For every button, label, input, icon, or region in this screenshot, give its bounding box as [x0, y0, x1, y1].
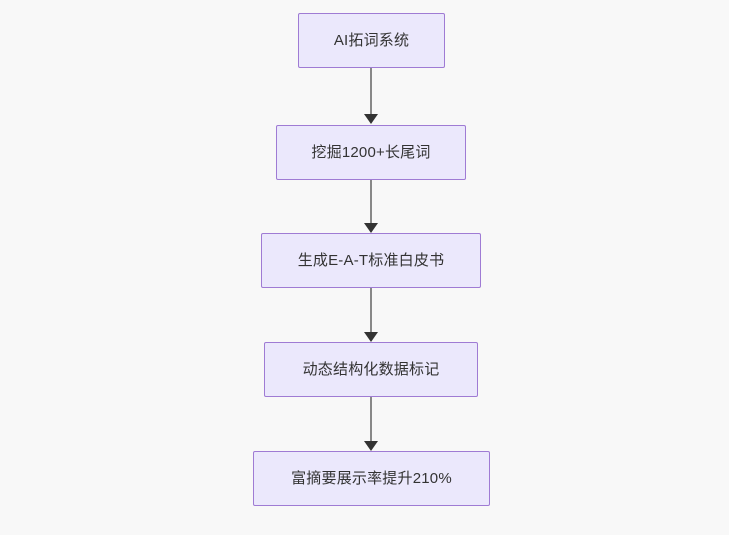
flowchart-node-5-label: 富摘要展示率提升210% [291, 470, 452, 487]
flowchart-node-1-label: AI拓词系统 [333, 32, 410, 49]
flowchart-node-3[interactable]: 生成E-A-T标准白皮书 [261, 233, 481, 288]
flowchart-edge-4-arrow-icon [364, 441, 378, 451]
flowchart-edge-3-arrow-icon [364, 332, 378, 342]
flowchart-node-3-label: 生成E-A-T标准白皮书 [297, 252, 445, 269]
flowchart-node-2[interactable]: 挖掘1200+长尾词 [276, 125, 466, 180]
flowchart-edge-2-arrow-icon [364, 223, 378, 233]
flowchart-edge-1-arrow-icon [364, 114, 378, 124]
flowchart-node-4-label: 动态结构化数据标记 [302, 361, 440, 378]
flowchart-edge-4-line [370, 397, 372, 441]
flowchart-edge-2-line [370, 180, 372, 223]
flowchart-node-4[interactable]: 动态结构化数据标记 [264, 342, 478, 397]
flowchart-node-5[interactable]: 富摘要展示率提升210% [253, 451, 490, 506]
flowchart-node-2-label: 挖掘1200+长尾词 [311, 144, 431, 161]
flowchart-node-1[interactable]: AI拓词系统 [298, 13, 445, 68]
flowchart-edge-1-line [370, 68, 372, 114]
flowchart-edge-3-line [370, 288, 372, 332]
